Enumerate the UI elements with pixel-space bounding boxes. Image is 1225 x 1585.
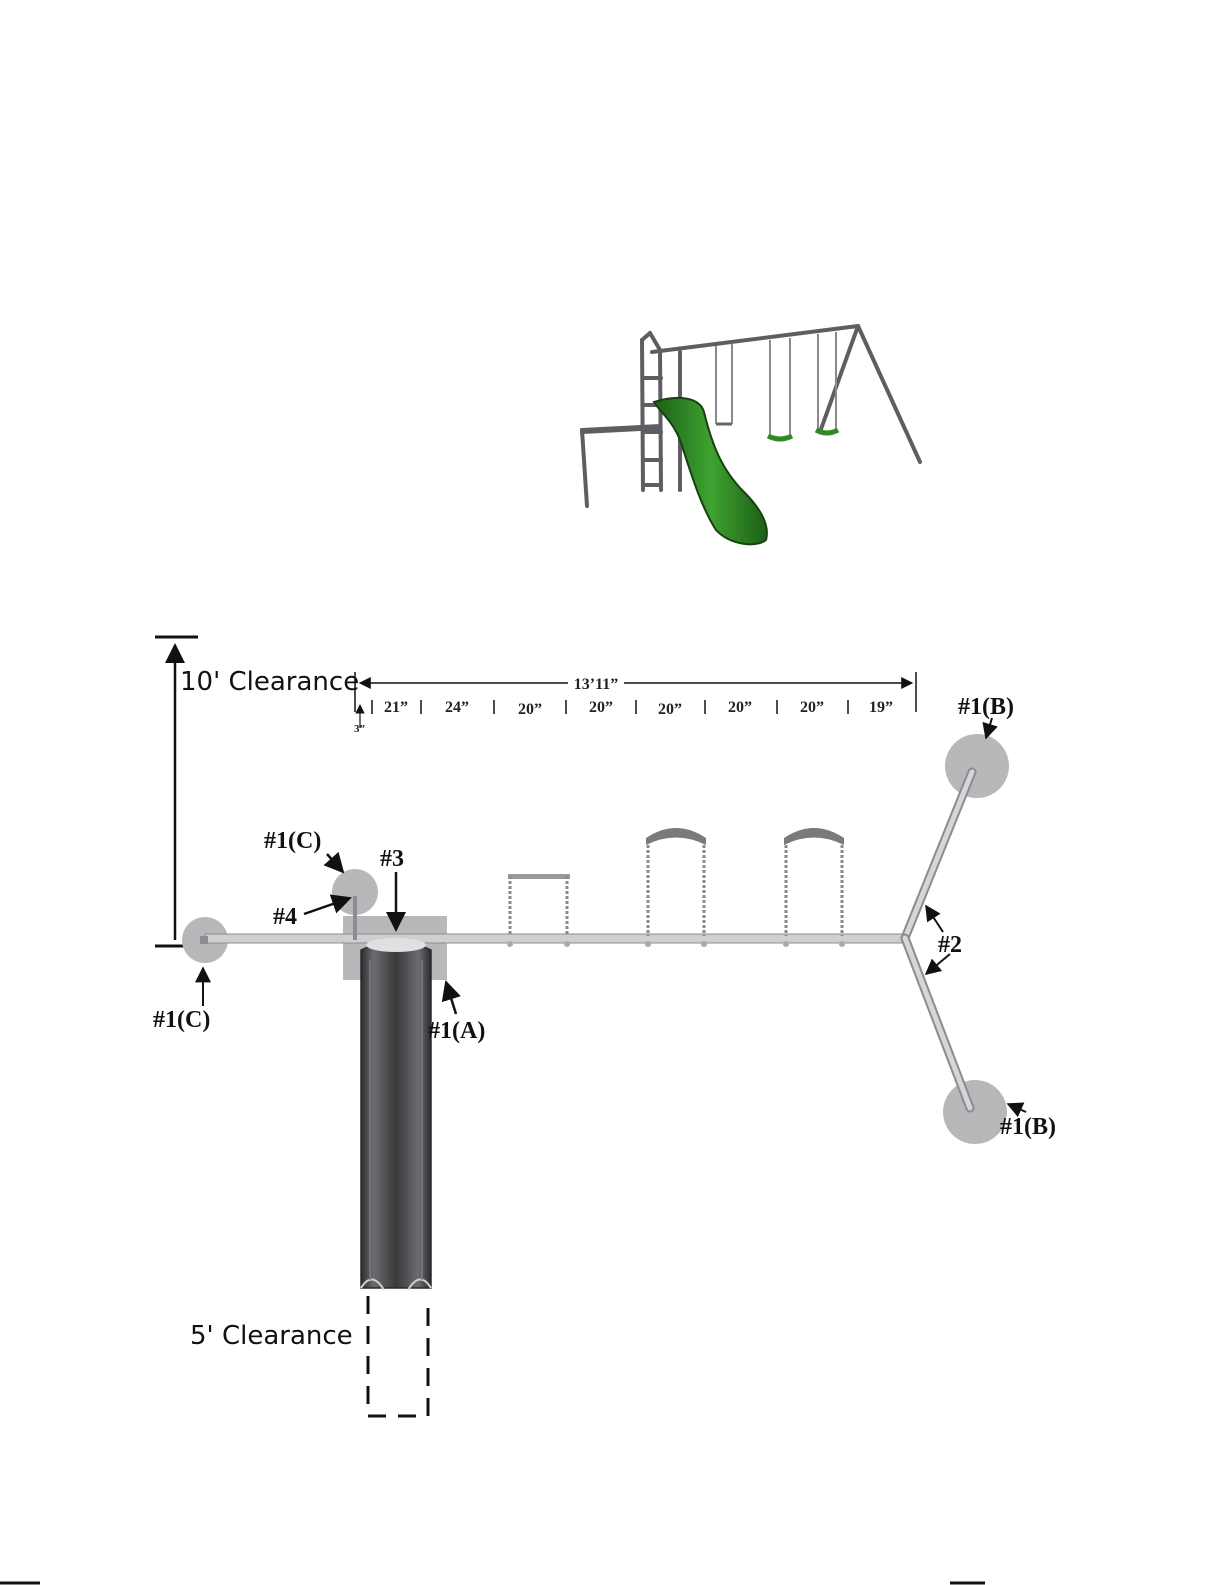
label-1b-bottom: #1(B) <box>1000 1114 1056 1140</box>
segment-label: 21” <box>384 699 408 716</box>
offset-label: 3” <box>354 723 365 735</box>
overall-length-dimension: 13’11” 3” 21” 24” 20” 20” 20” 20” 20” 19… <box>354 672 916 735</box>
bottom-clearance-label: 5' Clearance <box>190 1321 353 1351</box>
frame-top-view <box>200 772 972 1108</box>
swing-seat-1 <box>645 828 707 947</box>
playset-3d-illustration <box>582 326 920 544</box>
callouts: #1(B) #1(C) #3 #4 #1(C) #1(A) #2 #1(B) <box>153 694 1056 1140</box>
label-1a: #1(A) <box>428 1018 485 1044</box>
slide-top-view <box>361 938 431 1290</box>
segment-label: 20” <box>658 701 682 718</box>
footing-b-top <box>945 734 1009 798</box>
swing-seat-2 <box>783 828 845 947</box>
label-1c-top: #1(C) <box>264 828 321 854</box>
segment-label: 20” <box>589 699 613 716</box>
segment-label: 19” <box>869 699 893 716</box>
segment-label: 20” <box>518 701 542 718</box>
label-1b-top: #1(B) <box>958 694 1014 720</box>
segment-label: 24” <box>445 699 469 716</box>
green-slide <box>654 398 767 544</box>
label-4: #4 <box>273 904 297 930</box>
label-3: #3 <box>380 846 404 872</box>
bottom-clearance-zone: 5' Clearance <box>190 1296 428 1416</box>
top-clearance-dimension: 10' Clearance <box>155 637 359 946</box>
segment-label: 20” <box>728 699 752 716</box>
footing-b-bottom <box>943 1080 1007 1144</box>
overall-length-label: 13’11” <box>574 676 618 693</box>
label-1c-left: #1(C) <box>153 1007 210 1033</box>
segment-label: 20” <box>800 699 824 716</box>
top-clearance-label: 10' Clearance <box>180 667 359 697</box>
